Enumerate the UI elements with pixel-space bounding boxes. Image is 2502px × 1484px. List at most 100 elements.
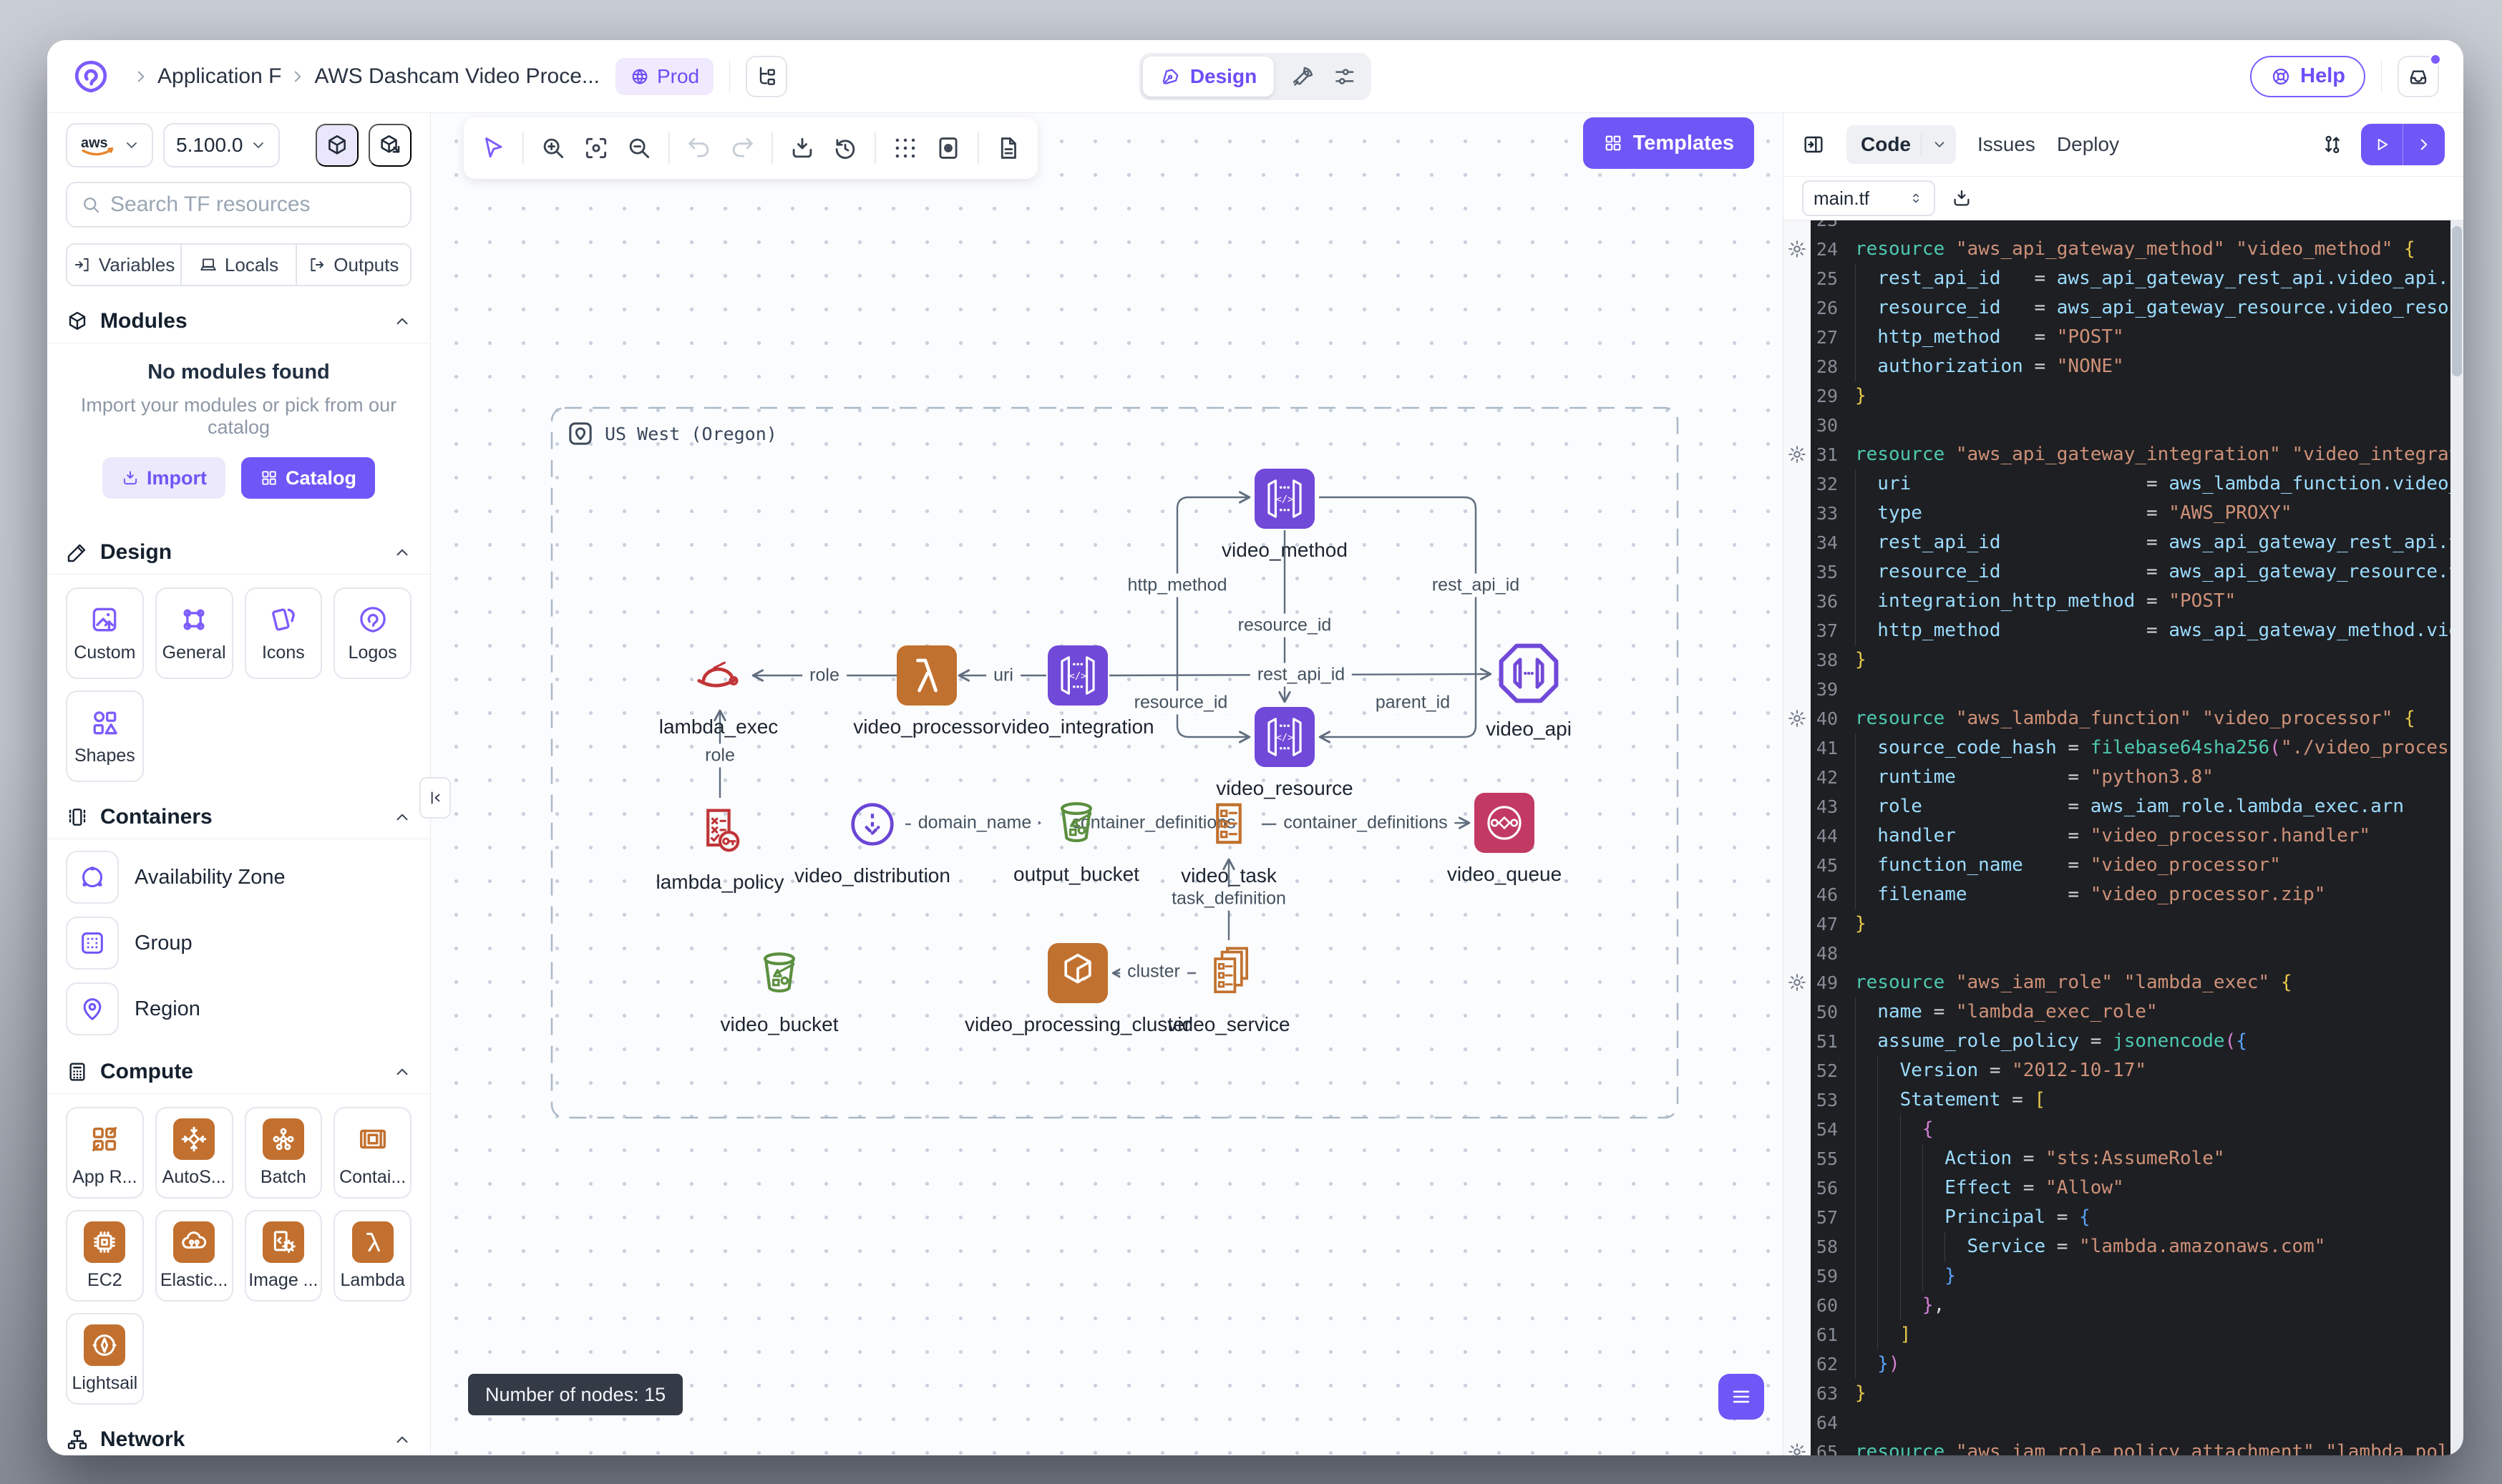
sidebar-collapse-handle[interactable]	[419, 777, 451, 819]
code-line[interactable]: 42 runtime = "python3.8"	[1811, 763, 2463, 792]
code-line[interactable]: 64	[1811, 1408, 2463, 1437]
run-button[interactable]	[2361, 124, 2445, 165]
compute-tile-contai[interactable]: Contai...	[334, 1107, 412, 1199]
code-line[interactable]: 44 handler = "video_processor.handler"	[1811, 821, 2463, 851]
code-line[interactable]: 63}	[1811, 1379, 2463, 1408]
containers-section-header[interactable]: Containers	[47, 795, 430, 839]
design-tile-icons[interactable]: Icons	[245, 587, 323, 679]
code-line[interactable]: 60 },	[1811, 1291, 2463, 1320]
code-line[interactable]: 34 rest_api_id = aws_api_gateway_rest_ap…	[1811, 528, 2463, 557]
gear-icon[interactable]	[1787, 708, 1807, 728]
resources-view-button[interactable]	[316, 124, 359, 167]
help-button[interactable]: Help	[2250, 56, 2365, 97]
container-item-region[interactable]: Region	[66, 981, 412, 1037]
tab-variables[interactable]: Variables	[67, 245, 182, 285]
hierarchy-view-button[interactable]	[746, 56, 787, 97]
code-line[interactable]: 51 assume_role_policy = jsonencode({	[1811, 1027, 2463, 1056]
gear-icon[interactable]	[1787, 972, 1807, 992]
undo-icon[interactable]	[686, 135, 713, 162]
tab-code[interactable]: Code	[1846, 125, 1956, 164]
code-line[interactable]: 43 role = aws_iam_role.lambda_exec.arn	[1811, 792, 2463, 821]
container-item-group[interactable]: Group	[66, 915, 412, 971]
sliders-icon[interactable]	[1333, 64, 1357, 89]
code-line[interactable]: 33 type = "AWS_PROXY"	[1811, 499, 2463, 528]
design-tile-general[interactable]: General	[155, 587, 233, 679]
code-line[interactable]: 41 source_code_hash = filebase64sha256("…	[1811, 733, 2463, 763]
grid-toggle-icon[interactable]	[892, 135, 919, 162]
code-line[interactable]: 61 ]	[1811, 1320, 2463, 1349]
container-item-availability-zone[interactable]: Availability Zone	[66, 849, 412, 905]
compute-tile-lightsail[interactable]: Lightsail	[66, 1313, 144, 1405]
code-line[interactable]: 53 Statement = [	[1811, 1085, 2463, 1115]
environment-badge[interactable]: Prod	[615, 58, 714, 95]
code-line[interactable]: 57 Principal = {	[1811, 1203, 2463, 1232]
diagram-node-video-task[interactable]: video_task	[1199, 794, 1259, 858]
import-modules-button[interactable]: Import	[102, 457, 225, 499]
catalog-button[interactable]: Catalog	[241, 457, 375, 499]
diagram-node-video-processing-cluster[interactable]: video_processing_cluster	[1048, 943, 1108, 1007]
brainboard-logo-icon[interactable]	[72, 57, 110, 96]
code-scrollbar[interactable]	[2450, 220, 2463, 1455]
code-line[interactable]: 26 resource_id = aws_api_gateway_resourc…	[1811, 293, 2463, 323]
code-line[interactable]: 47}	[1811, 909, 2463, 939]
code-line[interactable]: 54 {	[1811, 1115, 2463, 1144]
code-line[interactable]: 58 Service = "lambda.amazonaws.com"	[1811, 1232, 2463, 1261]
compute-tile-lambda[interactable]: Lambda	[334, 1210, 412, 1302]
zoom-out-icon[interactable]	[626, 135, 653, 162]
code-line[interactable]: 35 resource_id = aws_api_gateway_resourc…	[1811, 557, 2463, 587]
code-line[interactable]: 27 http_method = "POST"	[1811, 323, 2463, 352]
breadcrumb-architecture[interactable]: AWS Dashcam Video Proce...	[314, 64, 600, 89]
search-box[interactable]	[66, 182, 412, 228]
templates-button[interactable]: Templates	[1583, 117, 1754, 169]
diagram-canvas[interactable]: Templates US West (Oregon) roleurirest_a…	[431, 113, 1783, 1455]
diagram-node-video-distribution[interactable]: video_distribution	[842, 794, 902, 858]
diagram-node-video-queue[interactable]: video_queue	[1474, 793, 1534, 856]
code-line[interactable]: 65resource "aws_iam_role_policy_attachme…	[1811, 1437, 2463, 1455]
diagram-node-video-method[interactable]: </>video_method	[1255, 469, 1315, 532]
gear-icon[interactable]	[1787, 239, 1807, 259]
diagram-node-video-resource[interactable]: </>video_resource	[1255, 707, 1315, 771]
network-section-header[interactable]: Network	[47, 1417, 430, 1455]
code-line[interactable]: 28 authorization = "NONE"	[1811, 352, 2463, 381]
code-line[interactable]: 36 integration_http_method = "POST"	[1811, 587, 2463, 616]
code-line[interactable]: 38}	[1811, 645, 2463, 675]
code-line[interactable]: 31resource "aws_api_gateway_integration"…	[1811, 440, 2463, 469]
panel-collapse-icon[interactable]	[1802, 133, 1825, 156]
code-line[interactable]: 39	[1811, 675, 2463, 704]
breadcrumb-application[interactable]: Application F	[157, 64, 281, 89]
diagram-node-video-integration[interactable]: </>video_integration	[1048, 645, 1108, 709]
scrollbar-thumb[interactable]	[2452, 226, 2462, 376]
code-line[interactable]: 48	[1811, 939, 2463, 968]
modules-section-header[interactable]: Modules	[47, 299, 430, 343]
code-line[interactable]: 40resource "aws_lambda_function" "video_…	[1811, 704, 2463, 733]
import-resources-button[interactable]	[369, 124, 412, 167]
tab-deploy[interactable]: Deploy	[2057, 133, 2119, 156]
code-line[interactable]: 46 filename = "video_processor.zip"	[1811, 880, 2463, 909]
diagram-node-video-api[interactable]: video_api	[1494, 639, 1563, 711]
design-mode-tab[interactable]: Design	[1143, 57, 1274, 97]
code-line[interactable]: 23	[1811, 220, 2463, 235]
code-line[interactable]: 37 http_method = aws_api_gateway_method.…	[1811, 616, 2463, 645]
tab-locals[interactable]: Locals	[182, 245, 296, 285]
zoom-in-icon[interactable]	[540, 135, 567, 162]
code-line[interactable]: 32 uri = aws_lambda_function.video_proce…	[1811, 469, 2463, 499]
rocket-icon[interactable]	[1291, 64, 1315, 89]
tab-outputs[interactable]: Outputs	[297, 245, 410, 285]
code-line[interactable]: 52 Version = "2012-10-17"	[1811, 1056, 2463, 1085]
region-label[interactable]: US West (Oregon)	[566, 419, 777, 448]
download-code-icon[interactable]	[1951, 187, 1972, 209]
diagram-node-lambda-policy[interactable]: lambda_policy	[690, 801, 750, 864]
document-icon[interactable]	[995, 135, 1022, 162]
diagram-node-video-processor[interactable]: video_processor	[897, 645, 957, 709]
compute-tile-autos[interactable]: AutoS...	[155, 1107, 233, 1199]
fit-view-icon[interactable]	[583, 135, 610, 162]
download-icon[interactable]	[789, 135, 816, 162]
gear-icon[interactable]	[1787, 1442, 1807, 1455]
compute-tile-batch[interactable]: Batch	[245, 1107, 323, 1199]
compute-tile-image[interactable]: Image ...	[245, 1210, 323, 1302]
diagram-node-video-bucket[interactable]: video_bucket	[749, 943, 809, 1007]
search-input[interactable]	[110, 192, 397, 217]
git-compare-icon[interactable]	[2321, 133, 2344, 156]
code-line[interactable]: 55 Action = "sts:AssumeRole"	[1811, 1144, 2463, 1173]
diagram-node-output-bucket[interactable]: output_bucket	[1046, 793, 1106, 856]
